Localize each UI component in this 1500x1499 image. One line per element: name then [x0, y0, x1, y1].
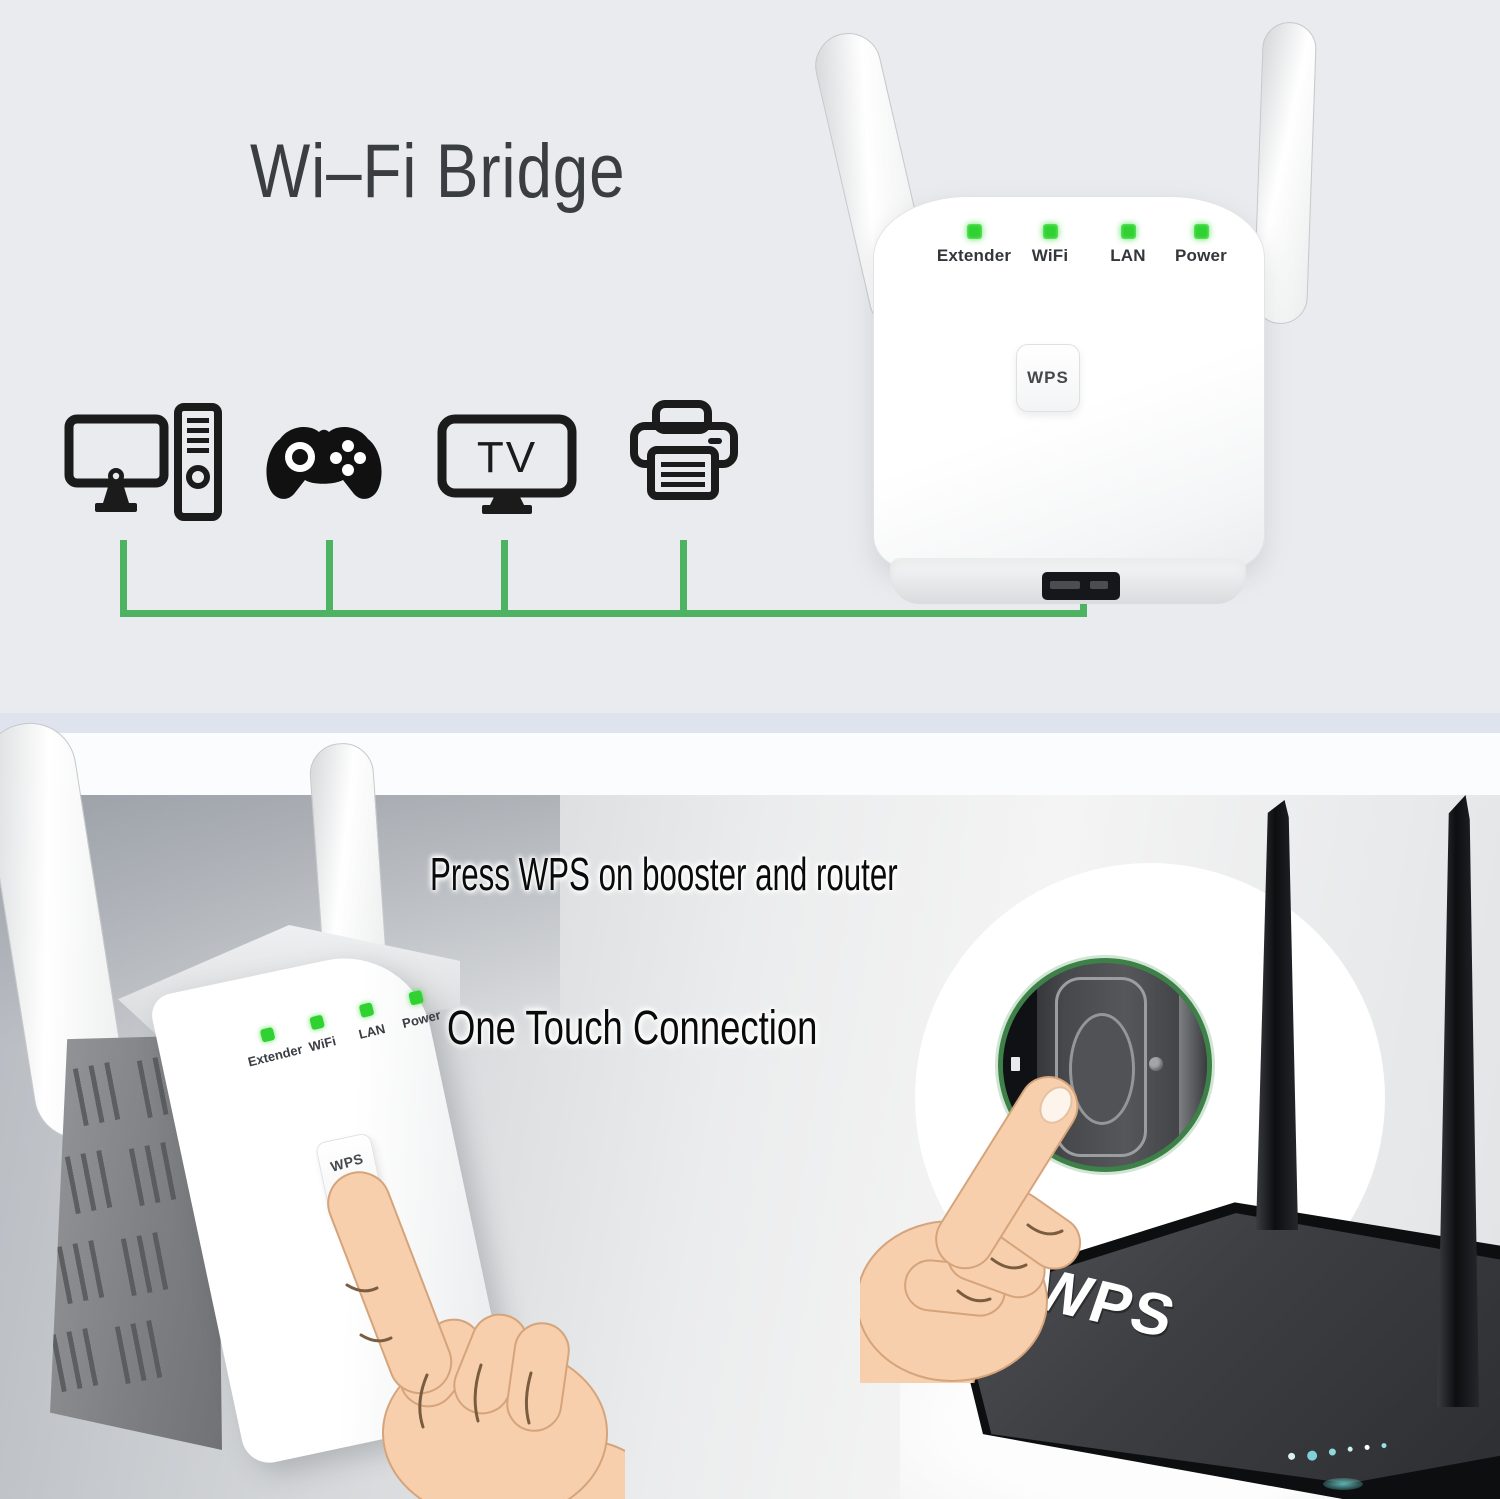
led-label: Extender [936, 246, 1012, 265]
led-label: WiFi [1031, 246, 1069, 265]
led-label: Power [1174, 246, 1228, 265]
vent-slots [114, 1319, 164, 1385]
led-indicator [1042, 224, 1058, 239]
wps-button-label: WPS [1027, 368, 1069, 387]
caption-one-touch: One Touch Connection [447, 1002, 818, 1055]
led-indicator [408, 989, 424, 1006]
vent-slots [128, 1141, 178, 1207]
ethernet-pin [1050, 581, 1080, 589]
hand-pressing-router-wps [860, 1053, 1140, 1383]
printer-icon [626, 400, 742, 526]
router-led [1347, 1446, 1353, 1452]
led-label: Extender [246, 1041, 304, 1070]
router-led [1381, 1442, 1387, 1449]
connector-line-computer [120, 540, 127, 614]
led-label: WiFi [307, 1033, 338, 1055]
led-indicator [1120, 224, 1136, 239]
led-indicator [309, 1014, 325, 1031]
ethernet-pin [1090, 581, 1108, 589]
router-led [1364, 1444, 1370, 1451]
router-port [1011, 1057, 1020, 1071]
router-antenna-left [1256, 800, 1298, 1230]
wall-highlight-strip [0, 733, 1500, 795]
computer-icon [62, 402, 226, 526]
led-label: Power [400, 1007, 443, 1032]
router-wps-button [1069, 1013, 1135, 1125]
vent-slots [50, 1327, 100, 1393]
led-power: Power [1153, 224, 1249, 266]
vent-slots [120, 1231, 170, 1297]
wps-button: WPS [1016, 344, 1080, 412]
hand-pressing-extender-wps [295, 1165, 625, 1499]
router-antenna-right [1437, 795, 1479, 1407]
router-led-glow [1323, 1478, 1363, 1490]
divider-strip [0, 713, 1500, 733]
top-section-wifi-bridge-diagram: Wi–Fi Bridge [0, 0, 1500, 713]
tv-icon-label: TV [477, 433, 537, 482]
screw-detail [1149, 1057, 1163, 1071]
router-led [1287, 1452, 1296, 1461]
router-led [1328, 1448, 1337, 1456]
led-indicator [1193, 224, 1209, 239]
section-title: Wi–Fi Bridge [250, 129, 626, 214]
ethernet-port [1042, 572, 1120, 600]
vent-slots [64, 1149, 114, 1215]
led-label: LAN [1110, 246, 1146, 265]
vent-slots [72, 1061, 122, 1127]
vent-slots [56, 1239, 106, 1305]
led-extender: Extender [926, 224, 1022, 266]
tv-icon: TV [436, 412, 578, 520]
led-indicator [358, 1002, 375, 1018]
connector-line-tv [501, 540, 508, 614]
led-lan: LAN [1080, 224, 1176, 266]
bottom-section-wps-instructions: Press WPS on booster and router One Touc… [0, 713, 1500, 1499]
router-wps-button-outline [1055, 977, 1147, 1157]
router: WPS [938, 1190, 1500, 1499]
led-indicator [259, 1026, 276, 1043]
connector-line-controller [326, 540, 333, 614]
led-label: LAN [357, 1020, 387, 1042]
led-indicator [966, 224, 982, 239]
connector-line-bus [120, 610, 1087, 617]
router-led [1306, 1450, 1318, 1462]
game-controller-icon [248, 418, 398, 520]
panel-edge [1179, 963, 1207, 1167]
connector-line-printer [680, 540, 687, 614]
caption-press-wps: Press WPS on booster and router [430, 848, 898, 900]
led-wifi: WiFi [1002, 224, 1098, 266]
